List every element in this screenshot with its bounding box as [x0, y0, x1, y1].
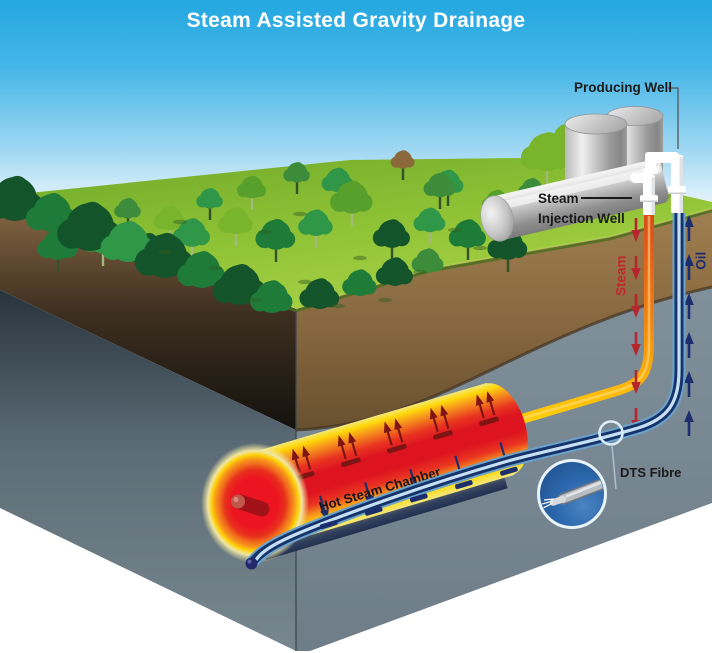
diagram-title: Steam Assisted Gravity Drainage: [186, 9, 526, 32]
chamber-oil-collection-dashes: [319, 466, 518, 530]
steam-injection-well-label-line1: Steam: [538, 191, 579, 206]
dts-callout-line: [611, 444, 617, 490]
oil-flow-arrows: [684, 215, 694, 436]
surface-pipeline: [480, 159, 669, 242]
tree: [375, 257, 413, 286]
dts-fibre-callout: [537, 420, 624, 529]
steam-flow-label: Steam: [613, 255, 629, 297]
producing-well-callout-line: [668, 87, 679, 149]
tree: [0, 175, 44, 221]
oil-flow-label: Oil: [693, 251, 709, 270]
tree: [250, 280, 293, 313]
tree: [283, 162, 310, 194]
tree: [114, 198, 141, 230]
steam-flow-arrows: [631, 218, 641, 432]
producing-wellhead: [643, 152, 686, 213]
tree: [299, 278, 340, 309]
tree: [134, 232, 194, 278]
producing-well-pipe: [245, 213, 686, 570]
steam-injection-wellhead: [630, 173, 658, 215]
tree: [423, 172, 456, 209]
tree: [411, 248, 444, 273]
chamber-end-cap: [201, 443, 309, 563]
tree: [196, 188, 223, 220]
dts-fibre-label: DTS Fibre: [620, 465, 682, 480]
tree: [372, 219, 410, 260]
tree: [342, 269, 377, 296]
tree: [413, 207, 446, 244]
callout-lines: [581, 87, 679, 199]
dts-magnifier: [537, 459, 607, 529]
tree: [298, 209, 333, 248]
tree: [330, 180, 373, 226]
wellheads: [630, 152, 686, 215]
tree: [212, 264, 266, 305]
grass-shadow-marks: [158, 211, 487, 309]
dts-fibre-marker-circle: [598, 420, 624, 446]
tree: [448, 219, 486, 260]
tree: [390, 150, 415, 180]
fibre-cable-detail: [541, 478, 604, 509]
tree: [255, 219, 296, 262]
producing-well-label: Producing Well: [574, 80, 673, 95]
steam-injection-well-label-line2: Injection Well: [538, 211, 625, 226]
tree: [153, 205, 186, 242]
steam-injection-pipe: [510, 208, 654, 426]
forest-trees: [0, 123, 584, 313]
tree: [236, 175, 267, 210]
tree: [218, 207, 253, 246]
chamber-rising-steam-arrows: [291, 391, 499, 481]
